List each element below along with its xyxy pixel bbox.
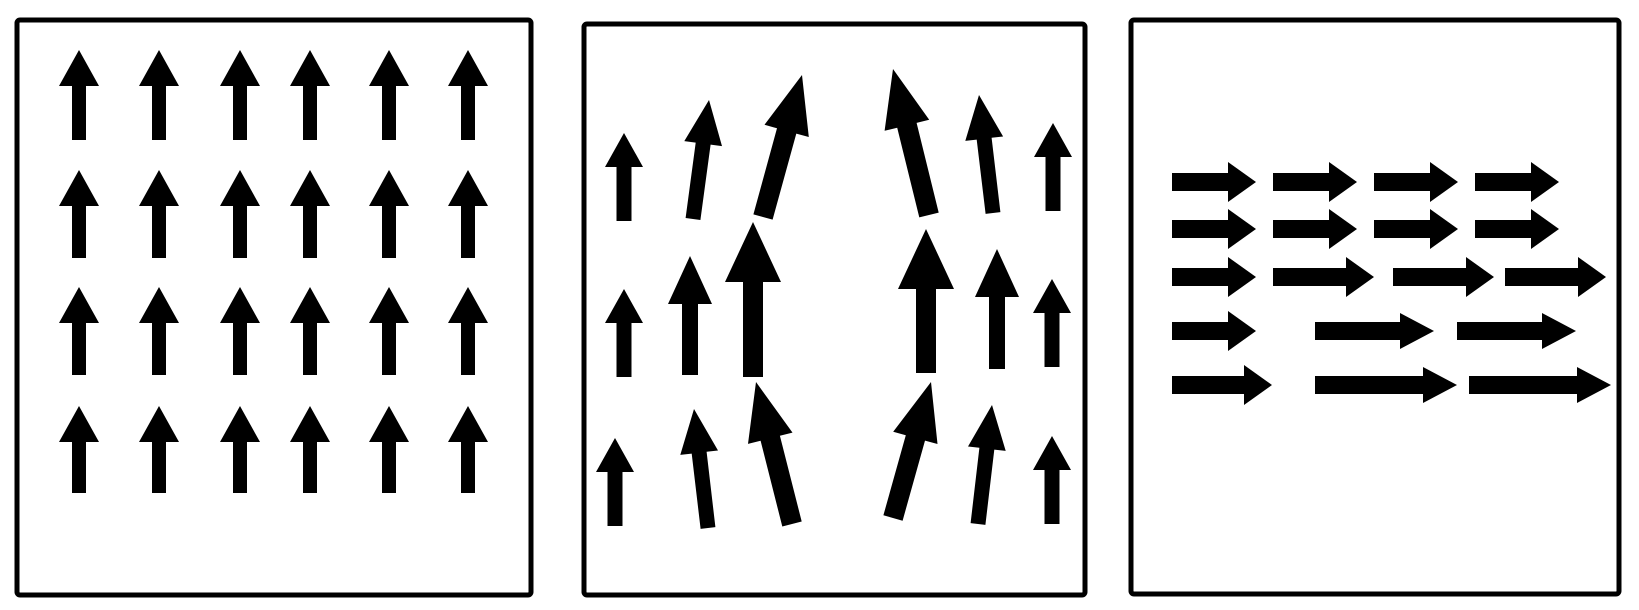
diverging-arrow-r3-c2 (680, 409, 718, 529)
panel-frame-uniform (14, 17, 534, 598)
horizontal-arrow-r4-c3 (1457, 313, 1576, 349)
diverging-arrow-r3-c3 (748, 382, 802, 527)
diverging-arrow-r1-c2 (684, 100, 722, 220)
uniform-arrow-r1-c4 (290, 50, 330, 140)
uniform-arrow-r2-c1 (59, 170, 99, 258)
horizontal-arrow-r5-c1 (1172, 365, 1272, 405)
diverging-arrow-r2-c1 (605, 289, 643, 377)
horizontal-arrow-r2-c3 (1374, 209, 1458, 249)
uniform-arrow-r1-c6 (448, 50, 488, 140)
horizontal-arrow-r1-c2 (1273, 162, 1357, 202)
diverging-arrow-r2-c3 (725, 222, 781, 377)
diverging-arrow-r2-c6 (1033, 279, 1071, 367)
horizontal-arrow-r2-c4 (1475, 209, 1559, 249)
panel-frame-horizontal (1128, 17, 1622, 597)
uniform-arrow-r2-c3 (220, 170, 260, 258)
diverging-arrow-r1-c4 (884, 69, 939, 218)
horizontal-arrow-r2-c2 (1273, 209, 1357, 249)
horizontal-arrow-r5-c3 (1469, 367, 1611, 403)
uniform-arrow-r2-c6 (448, 170, 488, 258)
uniform-arrow-r2-c5 (369, 170, 409, 258)
diverging-arrow-r1-c3 (753, 75, 809, 220)
uniform-arrow-r4-c6 (448, 406, 488, 493)
uniform-arrow-r3-c6 (448, 287, 488, 375)
diverging-arrow-r2-c4 (898, 229, 954, 373)
horizontal-arrow-r1-c1 (1172, 162, 1256, 202)
uniform-arrow-r3-c1 (59, 287, 99, 375)
uniform-arrow-r2-c2 (139, 170, 179, 258)
arrows-horizontal-group (1172, 162, 1611, 405)
uniform-arrow-r3-c5 (369, 287, 409, 375)
uniform-arrow-r4-c4 (290, 406, 330, 493)
uniform-arrow-r1-c5 (369, 50, 409, 140)
horizontal-arrow-r3-c3 (1393, 257, 1494, 297)
horizontal-arrow-r1-c4 (1475, 162, 1559, 202)
horizontal-arrow-r5-c2 (1315, 367, 1457, 403)
diverging-arrow-r3-c1 (596, 438, 634, 526)
horizontal-arrow-r3-c2 (1273, 257, 1374, 297)
uniform-arrow-r3-c4 (290, 287, 330, 375)
uniform-arrow-r1-c3 (220, 50, 260, 140)
horizontal-arrow-r4-c1 (1172, 311, 1256, 351)
diverging-arrow-r2-c2 (668, 256, 712, 375)
panel-frame-diverging (581, 21, 1088, 598)
diverging-arrow-r3-c4 (883, 382, 938, 521)
horizontal-arrow-r3-c4 (1505, 257, 1606, 297)
uniform-arrow-r4-c2 (139, 406, 179, 493)
horizontal-arrow-r1-c3 (1374, 162, 1458, 202)
diverging-arrow-r1-c1 (605, 133, 643, 221)
arrows-diverging-group (596, 69, 1072, 529)
uniform-arrow-r4-c3 (220, 406, 260, 493)
uniform-arrow-r1-c2 (139, 50, 179, 140)
diverging-arrow-r2-c5 (975, 249, 1019, 369)
uniform-arrow-r4-c5 (369, 406, 409, 493)
diverging-arrow-r1-c6 (1034, 123, 1072, 211)
horizontal-arrow-r2-c1 (1172, 209, 1256, 249)
uniform-arrow-r4-c1 (59, 406, 99, 493)
uniform-arrow-r3-c3 (220, 287, 260, 375)
horizontal-arrow-r3-c1 (1172, 257, 1256, 297)
uniform-arrow-r1-c1 (59, 50, 99, 140)
horizontal-arrow-r4-c2 (1315, 313, 1434, 349)
diverging-arrow-r1-c5 (965, 95, 1004, 214)
arrows-uniform-group (59, 50, 488, 493)
uniform-arrow-r3-c2 (139, 287, 179, 375)
uniform-arrow-r2-c4 (290, 170, 330, 258)
diverging-arrow-r3-c5 (968, 405, 1006, 525)
diverging-arrow-r3-c6 (1033, 436, 1071, 524)
